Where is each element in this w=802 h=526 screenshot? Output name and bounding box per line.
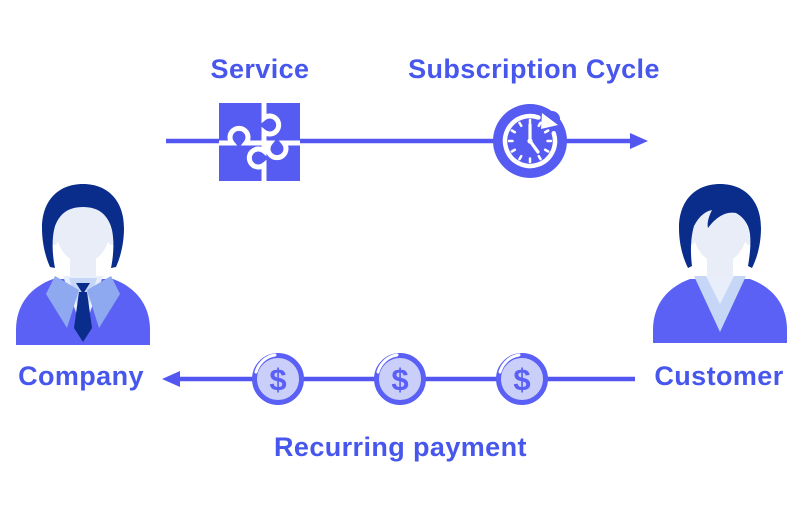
recurring-payment-label: Recurring payment [274, 432, 527, 462]
company-label: Company [18, 361, 144, 391]
cycle-arrowhead [541, 113, 558, 129]
dollar-sign: $ [269, 362, 286, 397]
puzzle-icon [219, 103, 300, 181]
customer-label: Customer [654, 361, 784, 391]
businessman-avatar [16, 184, 150, 345]
arrow-right-head [630, 133, 648, 149]
dollar-sign: $ [513, 362, 530, 397]
service-label: Service [210, 54, 310, 84]
dollar-coin-icon: $ [374, 353, 426, 405]
customer-avatar [653, 184, 787, 343]
dollar-coin-icon: $ [252, 353, 304, 405]
subscription-cycle-label: Subscription Cycle [408, 54, 660, 84]
dollar-sign: $ [391, 362, 408, 397]
clock-cycle-icon [493, 104, 567, 178]
arrow-left-head [162, 371, 180, 387]
dollar-coin-icon: $ [496, 353, 548, 405]
